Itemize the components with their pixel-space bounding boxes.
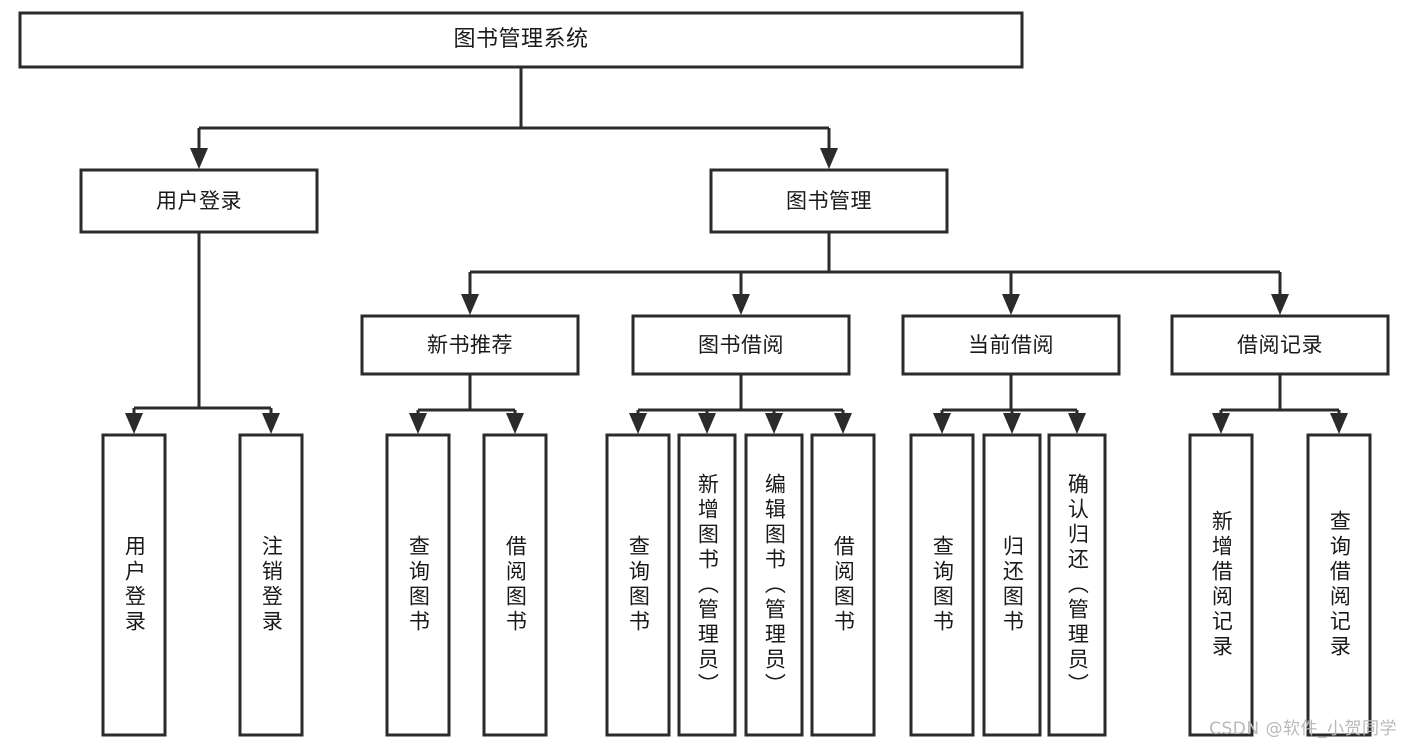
arrow-head-icon xyxy=(765,413,783,434)
arrow-head-icon xyxy=(125,413,143,434)
arrow-head-icon xyxy=(933,413,951,434)
arrow-head-icon xyxy=(629,413,647,434)
arrow-head-icon xyxy=(698,413,716,434)
node-box-leaf_1[interactable] xyxy=(238,433,304,737)
arrow-head-icon xyxy=(1002,294,1020,315)
node-box-l3_0[interactable] xyxy=(360,314,580,376)
arrow-head-icon xyxy=(190,148,208,169)
node-box-layer xyxy=(18,11,1390,737)
node-box-l3_3[interactable] xyxy=(1170,314,1390,376)
node-box-leaf_6[interactable] xyxy=(744,433,804,737)
arrow-head-icon xyxy=(732,294,750,315)
arrow-head-icon xyxy=(409,413,427,434)
csdn-watermark: CSDN @软件_小贺同学 xyxy=(1209,719,1397,739)
node-box-root[interactable] xyxy=(18,11,1024,69)
node-box-l2_1[interactable] xyxy=(709,168,949,234)
node-box-leaf_2[interactable] xyxy=(385,433,451,737)
node-box-leaf_8[interactable] xyxy=(909,433,975,737)
arrow-head-icon xyxy=(506,413,524,434)
arrow-head-icon xyxy=(1271,294,1289,315)
arrow-head-icon xyxy=(820,148,838,169)
arrow-head-icon xyxy=(461,294,479,315)
arrow-head-icon xyxy=(1068,413,1086,434)
node-box-l3_2[interactable] xyxy=(901,314,1121,376)
arrow-head-icon xyxy=(262,413,280,434)
node-box-leaf_11[interactable] xyxy=(1188,433,1254,737)
node-box-leaf_0[interactable] xyxy=(101,433,167,737)
node-box-l2_0[interactable] xyxy=(79,168,319,234)
connector-layer xyxy=(125,67,1348,434)
arrow-head-icon xyxy=(1212,413,1230,434)
node-box-l3_1[interactable] xyxy=(631,314,851,376)
node-box-leaf_9[interactable] xyxy=(982,433,1042,737)
node-box-leaf_10[interactable] xyxy=(1047,433,1107,737)
arrow-head-icon xyxy=(1330,413,1348,434)
node-box-leaf_5[interactable] xyxy=(677,433,737,737)
node-box-leaf_4[interactable] xyxy=(605,433,671,737)
node-box-leaf_3[interactable] xyxy=(482,433,548,737)
arrow-head-icon xyxy=(1003,413,1021,434)
node-box-leaf_7[interactable] xyxy=(810,433,876,737)
node-box-leaf_12[interactable] xyxy=(1306,433,1372,737)
arrow-head-icon xyxy=(834,413,852,434)
